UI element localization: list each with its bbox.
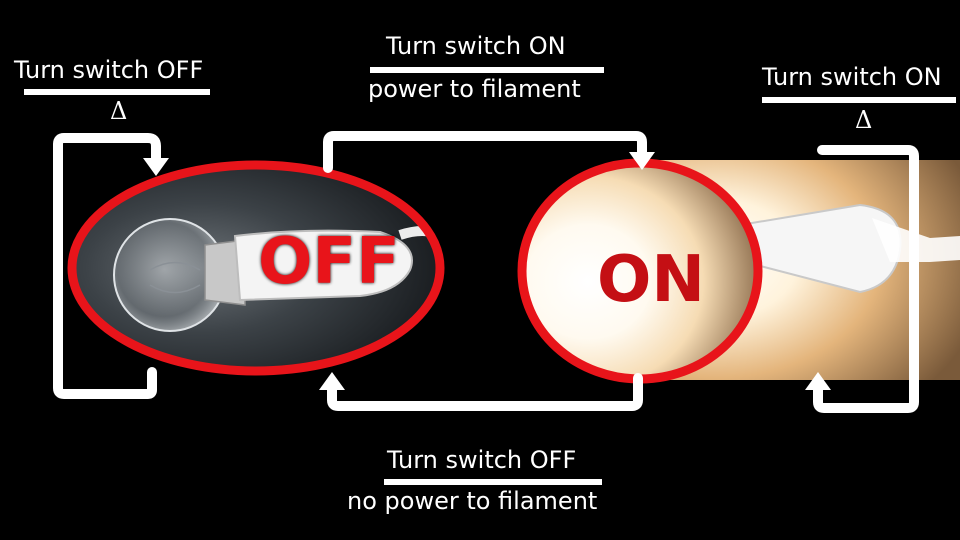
self-loop-on-action: Turn switch ON <box>762 63 942 91</box>
fraction-bar-top-left <box>24 89 210 95</box>
arrowhead-to-on <box>629 152 655 170</box>
fraction-bar-top-right <box>762 97 956 103</box>
transition-on-detail: power to filament <box>368 75 581 103</box>
transition-arrow-off <box>327 373 643 411</box>
arrowhead-off-loop <box>143 158 169 176</box>
off-state-outline <box>67 160 445 376</box>
loop-arrow-off <box>53 133 161 399</box>
fraction-bar-bottom-center <box>384 479 602 485</box>
transition-off-detail: no power to filament <box>347 487 598 515</box>
delta-symbol-left: Δ <box>110 97 128 125</box>
arrowhead-on-loop <box>805 372 831 390</box>
self-loop-off-action: Turn switch OFF <box>14 56 204 84</box>
delta-symbol-right: Δ <box>855 106 873 134</box>
transition-off-action: Turn switch OFF <box>387 446 577 474</box>
transition-arrow-on <box>323 131 647 173</box>
loop-arrow-on <box>813 145 919 413</box>
off-state-bulb <box>67 160 445 376</box>
transition-on-action: Turn switch ON <box>386 32 566 60</box>
off-state-label: OFF <box>258 225 400 299</box>
fraction-bar-top-center <box>370 67 604 73</box>
on-state-label: ON <box>597 243 705 317</box>
arrowhead-to-off <box>319 372 345 390</box>
